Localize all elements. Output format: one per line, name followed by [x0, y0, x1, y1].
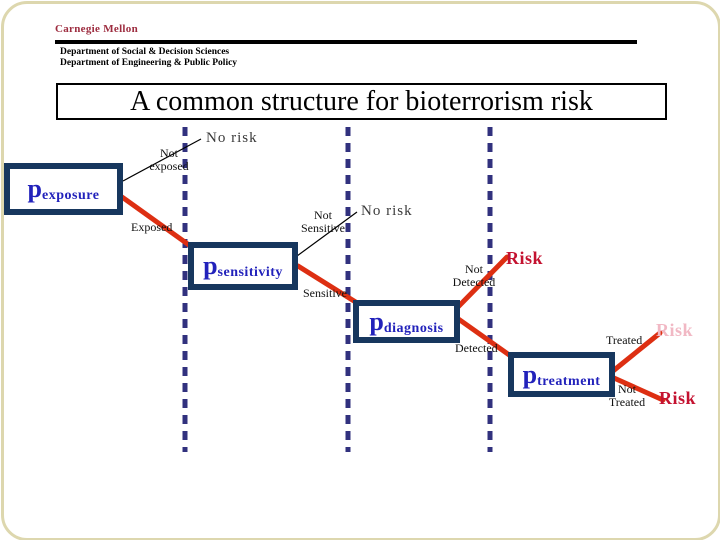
label-not-treated-line1: Not: [618, 382, 636, 396]
dept-line-2: Department of Engineering & Public Polic…: [60, 58, 238, 68]
header-rule: [55, 40, 637, 44]
label-not-exposed-line1: Not: [160, 146, 178, 160]
branch-line-treated: [610, 330, 663, 374]
node-p-treatment-sub: treatment: [537, 373, 601, 389]
label-not-detected: Not Detected: [446, 263, 502, 289]
label-treated: Treated: [606, 333, 643, 347]
label-not-sensitive-line1: Not: [314, 208, 332, 222]
branch-line-detected: [454, 315, 515, 360]
label-not-sensitive-line2: Sensitive: [301, 221, 345, 235]
dept-line-1: Department of Social & Decision Sciences: [60, 47, 230, 57]
node-p-sensitivity-base: p: [203, 251, 218, 280]
outcome-risk-treated: Risk: [656, 320, 694, 340]
label-not-sensitive: Not Sensitive: [294, 209, 352, 235]
label-not-treated: Not Treated: [602, 383, 652, 409]
node-p-exposure-sub: exposure: [42, 188, 100, 203]
node-p-exposure-base: p: [27, 174, 43, 203]
branch-line-exposed: [119, 194, 199, 253]
label-exposed: Exposed: [131, 220, 173, 234]
node-p-diagnosis-base: p: [369, 306, 384, 336]
label-detected: Detected: [455, 341, 498, 355]
node-p-diagnosis-sub: diagnosis: [383, 320, 444, 336]
carnegie-mellon-wordmark: Carnegie Mellon: [55, 23, 139, 35]
label-sensitive: Sensitive: [303, 286, 347, 300]
outcome-risk-not-treated: Risk: [659, 388, 697, 408]
label-not-treated-line2: Treated: [608, 395, 646, 409]
branch-line-not-treated: [611, 375, 666, 403]
branch-line-not-exposed: [122, 138, 202, 182]
node-p-sensitivity-sub: sensitivity: [217, 265, 283, 280]
outcome-no-risk-1: No risk: [206, 130, 258, 146]
branch-line-not-sensitive: [296, 211, 358, 257]
slide-title: A common structure for bioterrorism risk: [130, 85, 593, 117]
label-not-exposed-line2: exposed: [149, 159, 189, 173]
branch-line-not-detected: [454, 254, 510, 311]
label-not-detected-line2: Detected: [452, 275, 496, 289]
label-not-detected-line1: Not: [465, 262, 483, 276]
branch-line-sensitive: [295, 263, 365, 309]
outcome-risk-not-detected: Risk: [506, 248, 544, 268]
label-not-exposed: Not exposed: [136, 147, 202, 173]
node-p-treatment-base: p: [522, 359, 538, 389]
slide-title-box: A common structure for bioterrorism risk: [56, 83, 667, 120]
outcome-no-risk-2: No risk: [361, 203, 413, 219]
